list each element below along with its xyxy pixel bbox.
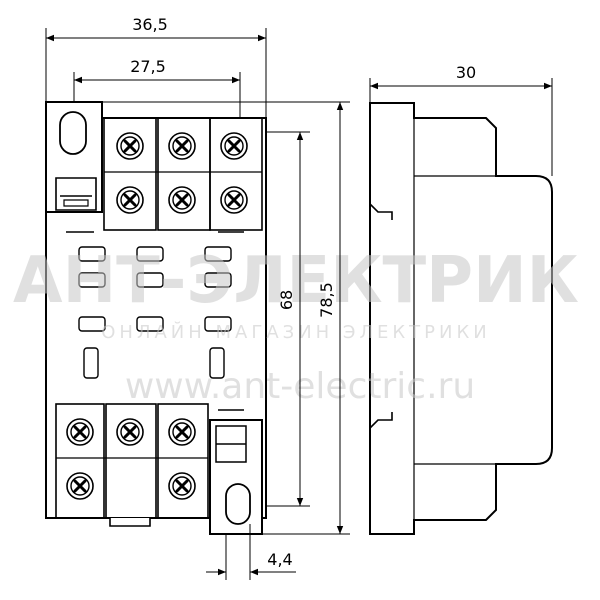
watermark-tagline: ОНЛАЙН МАГАЗИН ЭЛЕКТРИКИ xyxy=(101,321,490,343)
screw-icon xyxy=(167,185,197,215)
screw-icon xyxy=(65,471,95,501)
screw-icon xyxy=(115,417,145,447)
screw-icon xyxy=(65,417,95,447)
side-profile-outline xyxy=(369,102,553,535)
screw-icon xyxy=(219,131,249,161)
screw-icon xyxy=(167,471,197,501)
dim-overall-width: 36,5 xyxy=(132,15,168,34)
dim-overall-height: 78,5 xyxy=(317,282,336,318)
pin-slots xyxy=(78,246,232,379)
screw-icon xyxy=(167,417,197,447)
dim-side-depth: 30 xyxy=(456,63,476,82)
screw-icon xyxy=(167,131,197,161)
dimension-labels: 36,5 27,5 30 68 78,5 4,4 xyxy=(130,15,476,569)
dim-latch-offset: 4,4 xyxy=(267,550,292,569)
side-view xyxy=(369,102,553,535)
screw-icon xyxy=(219,185,249,215)
dimension-lines xyxy=(45,28,553,580)
watermark-brand: АНТ-ЭЛЕКТРИК xyxy=(13,244,579,318)
screw-icon xyxy=(115,131,145,161)
dim-pin-span: 27,5 xyxy=(130,57,166,76)
screw-icon xyxy=(115,185,145,215)
front-view xyxy=(45,101,267,535)
dim-inner-height: 68 xyxy=(277,290,296,310)
